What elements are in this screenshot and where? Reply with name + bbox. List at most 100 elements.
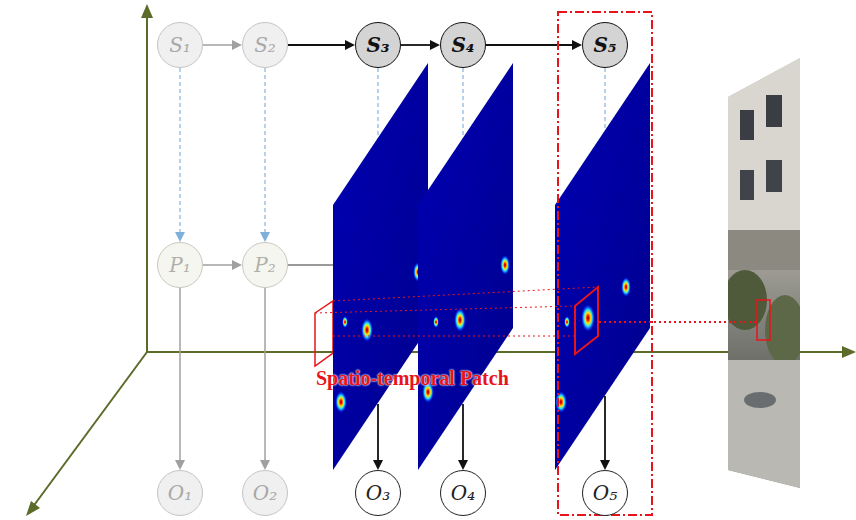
heatmap-plane [555, 63, 650, 470]
heat-blob [454, 308, 466, 332]
state-circle: O₅ [582, 470, 628, 516]
patch-edge [315, 306, 575, 313]
connector [260, 288, 270, 470]
image-content [723, 58, 805, 490]
arrow-head [260, 232, 270, 242]
heat-blob [335, 391, 347, 413]
node-label: S₂ [254, 35, 276, 55]
axis-lines [32, 14, 848, 508]
node-label: O₄ [451, 483, 475, 503]
connector-line [179, 288, 181, 461]
heat-blob [581, 304, 595, 332]
window [740, 110, 754, 140]
state-circle: S₅ [582, 22, 628, 68]
connector-lower [462, 404, 464, 461]
arrow-head [572, 40, 582, 50]
patch-box [575, 287, 598, 354]
connector-line [179, 68, 181, 233]
axis-head [842, 346, 856, 358]
arrow-head [345, 40, 355, 50]
heat-blob [621, 277, 631, 297]
arrow-head [373, 460, 383, 470]
node-label: O₂ [253, 483, 277, 503]
heat-blob [361, 318, 373, 342]
state-circle: S₁ [157, 22, 203, 68]
vertical-axis [146, 14, 148, 352]
arrow-head [430, 40, 440, 50]
state-circle: P₁ [157, 242, 203, 288]
depth-axis [32, 352, 147, 508]
node-label: S₃ [366, 35, 389, 55]
window [766, 95, 782, 127]
heat-blob [342, 316, 348, 328]
connector [401, 40, 440, 50]
node-label: S₅ [593, 35, 616, 55]
window [740, 170, 754, 200]
node-label: S₁ [169, 35, 191, 55]
connector [203, 40, 242, 50]
connector-line [264, 68, 266, 233]
state-circle: O₂ [242, 470, 288, 516]
node-label: S₄ [451, 35, 474, 55]
node-label: P₁ [169, 255, 190, 275]
connector [175, 288, 185, 470]
arrow-head [232, 40, 242, 50]
node-label: O₅ [593, 483, 617, 503]
connector [203, 260, 242, 270]
arrow-head [175, 460, 185, 470]
connector [175, 68, 185, 242]
arrow-head [260, 460, 270, 470]
connector-line [203, 264, 233, 266]
connector [486, 40, 582, 50]
plane [418, 63, 513, 470]
heat-blob [433, 316, 439, 328]
connector-lower [604, 396, 606, 461]
connector-line [203, 44, 233, 46]
heatmap-plane [418, 63, 513, 470]
state-circle: P₂ [242, 242, 288, 288]
patch-edge [333, 336, 575, 337]
node-label: O₃ [366, 483, 390, 503]
axis-heads [26, 4, 856, 516]
heatmap-plane [333, 63, 428, 470]
time-slice-frame [558, 12, 652, 515]
car [744, 392, 776, 408]
axis-head [26, 501, 40, 516]
state-circle: O₃ [355, 470, 401, 516]
arrow-head [600, 460, 610, 470]
connector-line [264, 288, 266, 461]
arrow-head [458, 460, 468, 470]
pavement [728, 360, 800, 490]
street-image [723, 58, 805, 490]
person-box [757, 300, 770, 340]
connector-lower [377, 404, 379, 461]
projection-line [599, 321, 755, 323]
node-label: O₁ [168, 483, 192, 503]
arrow-head [175, 232, 185, 242]
state-circle: O₄ [440, 470, 486, 516]
awning [728, 230, 800, 270]
arrow-head [232, 260, 242, 270]
connector [260, 68, 270, 242]
plane [333, 63, 428, 470]
state-circle: S₄ [440, 22, 486, 68]
state-circle: S₃ [355, 22, 401, 68]
axis-head [141, 4, 153, 18]
state-circle: S₂ [242, 22, 288, 68]
heat-blob [564, 316, 570, 328]
patch-label: Spatio-temporal Patch [316, 367, 509, 390]
patch-box [315, 301, 333, 366]
connector [288, 40, 355, 50]
heat-blob [555, 391, 567, 413]
heat-blob [500, 255, 510, 275]
connector-line [401, 44, 431, 46]
tree [765, 295, 805, 365]
state-circle: O₁ [157, 470, 203, 516]
connector-line [486, 44, 573, 46]
window [766, 160, 782, 192]
patch-tube [315, 287, 598, 336]
connector-line [288, 44, 346, 46]
node-label: P₂ [254, 255, 275, 275]
